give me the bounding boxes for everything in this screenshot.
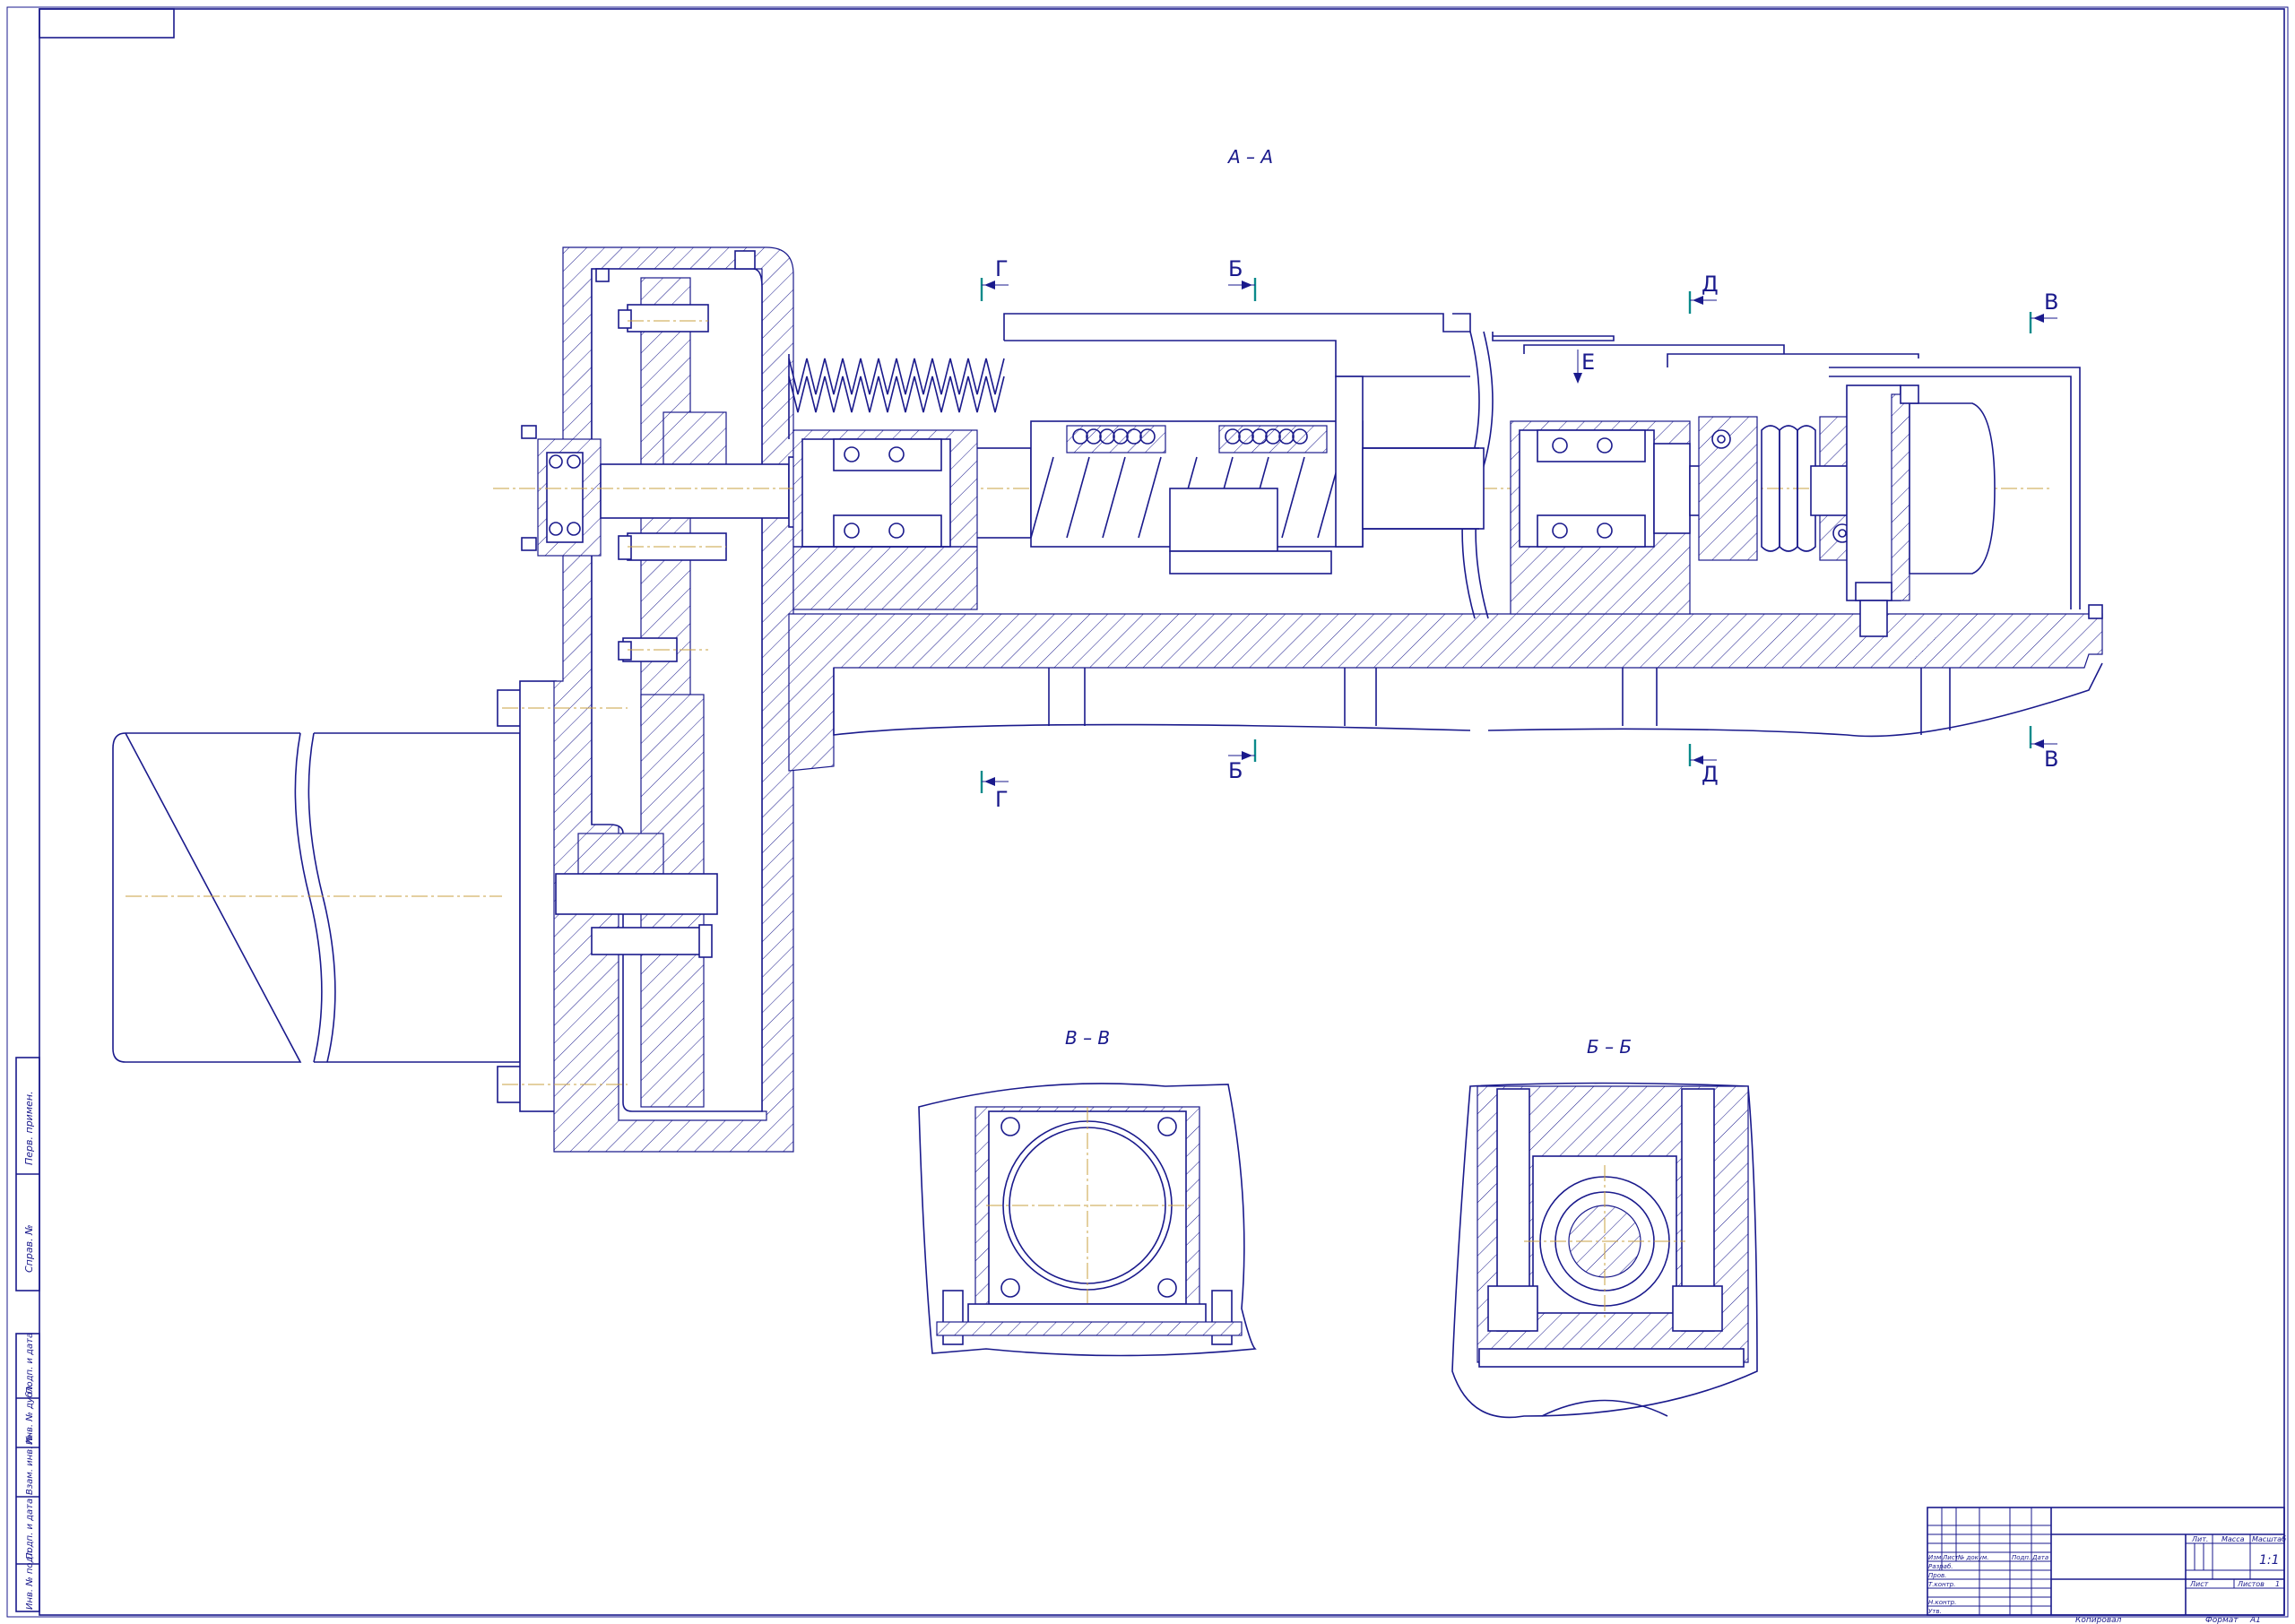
tb-row-prov: Пров. (1928, 1572, 1946, 1579)
view-title-b-b: Б – Б (1587, 1036, 1632, 1058)
tb-col-doc: № докум. (1957, 1554, 1989, 1561)
side-stamp: Перв. примен. Справ. № Подп. и дата Инв.… (15, 1057, 40, 1612)
tb-row-utv: Утв. (1928, 1608, 1942, 1615)
view-b-b (1451, 1082, 1758, 1419)
tb-sheets: Листов (2237, 1580, 2265, 1588)
tb-format-value: А1 (2249, 1616, 2261, 1624)
stamp-inv-podl: Инв. № подл. (25, 1548, 35, 1610)
section-mark-d-bottom: Д (1702, 762, 1719, 787)
tb-massa: Масса (2221, 1535, 2245, 1543)
section-mark-v-bottom: В (2044, 747, 2058, 772)
tb-sheets-value: 1 (2275, 1580, 2280, 1588)
ball-screw (1003, 313, 1479, 574)
tb-row-tkontr: Т.контр. (1928, 1581, 1955, 1588)
tb-scale-value: 1:1 (2259, 1553, 2280, 1568)
machine-bed (788, 613, 2103, 772)
tb-masshtab: Масштаб (2252, 1535, 2286, 1543)
tb-col-date: Дата (2031, 1554, 2048, 1561)
stamp-perv-primen: Перв. примен. (23, 1091, 35, 1165)
section-mark-b-bottom: Б (1228, 758, 1243, 783)
tb-row-razrab: Разраб. (1928, 1563, 1953, 1570)
section-mark-b-top: Б (1228, 256, 1243, 281)
tb-kopiroval: Копировал (2075, 1616, 2122, 1624)
servo-motor (1829, 367, 2103, 637)
tb-row-nkontr: Н.контр. (1928, 1599, 1956, 1606)
section-mark-g-top: Г (995, 256, 1009, 281)
section-mark-d-top: Д (1702, 272, 1719, 297)
stamp-podp-data-2: Подп. и дата (25, 1499, 35, 1559)
sheet-frame (6, 6, 2289, 1618)
section-mark-g-bottom: Г (995, 787, 1009, 812)
bearing-block-left (792, 429, 978, 610)
stamp-inv-dubl: Инв. № дубл. (24, 1384, 35, 1445)
stamp-vzam-inv: Взам. инв. № (25, 1434, 35, 1495)
view-title-v-v: В – В (1065, 1027, 1110, 1049)
view-v-v (918, 1083, 1257, 1357)
section-marks: Г Г Б Б Д Д В В (980, 256, 2058, 812)
section-mark-e: Е (1581, 350, 1595, 375)
motor (112, 680, 557, 1112)
tb-col-sign: Подп. (2012, 1554, 2031, 1561)
input-bearing (521, 425, 602, 557)
tb-col-list: Лист (1942, 1554, 1960, 1561)
tb-format: Формат (2205, 1616, 2239, 1624)
tb-sheet: Лист (2189, 1580, 2209, 1588)
tb-lit: Лит. (2191, 1535, 2208, 1543)
section-mark-v-top: В (2044, 289, 2058, 315)
tb-col-izm: Изм. (1928, 1554, 1943, 1561)
stamp-sprav-no: Справ. № (23, 1224, 35, 1273)
view-title-a-a: А – А (1226, 146, 1273, 168)
main-section-view (112, 246, 2103, 1153)
title-block: Изм. Лист № докум. Подп. Дата Разраб. Пр… (1927, 1507, 2286, 1624)
bellows-left (788, 354, 1005, 439)
stamp-podp-data-1: Подп. и дата (25, 1333, 35, 1394)
